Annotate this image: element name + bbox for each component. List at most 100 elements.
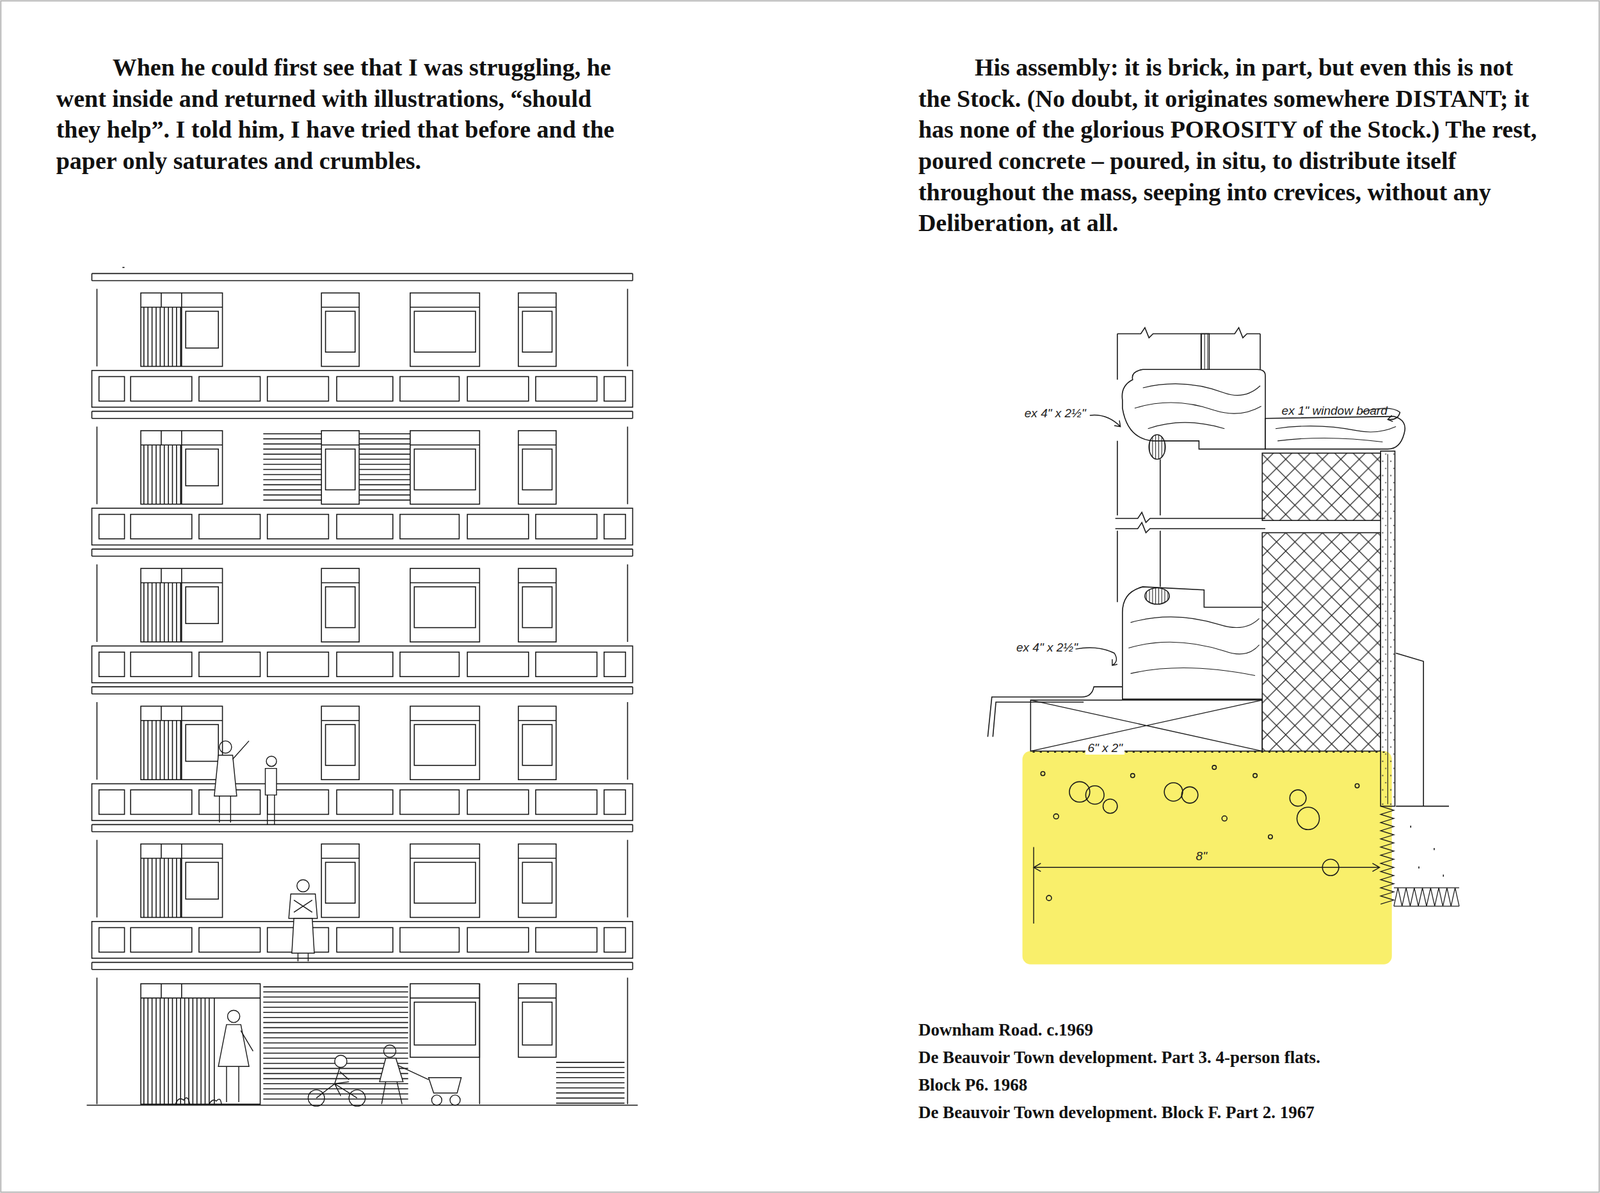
door-hatch (160, 858, 162, 918)
window-mullion (181, 568, 183, 642)
door-hatch (179, 444, 182, 504)
slab-line (91, 693, 633, 695)
door-hatch (176, 997, 178, 1104)
balcony-panel (99, 514, 125, 539)
window-pane (414, 586, 476, 628)
figure-head (266, 756, 277, 767)
slab-end (91, 686, 93, 694)
window-pane (522, 311, 552, 352)
slab-line (91, 417, 633, 420)
window-transom (410, 997, 480, 1000)
figure-head (227, 1010, 240, 1023)
balcony-panel (400, 789, 459, 815)
window-frame (321, 844, 360, 918)
door-hatch (143, 582, 145, 642)
caption-line: De Beauvoir Town development. Block F. P… (918, 1102, 1315, 1123)
window-frame (518, 293, 557, 367)
window-transom (518, 444, 557, 446)
balcony-panel (604, 514, 626, 539)
window-band-edge (96, 564, 98, 642)
window-pane (185, 311, 219, 348)
aggregate (1040, 765, 1359, 901)
balcony-panel (199, 514, 261, 539)
door-hatch (179, 997, 182, 1104)
balcony-panel (336, 789, 393, 815)
door-hatch (172, 858, 174, 918)
window-board (1265, 416, 1405, 450)
window-transom (321, 857, 360, 859)
window-frame (140, 293, 223, 367)
slab-end (632, 549, 634, 557)
building-elevation (87, 267, 639, 1106)
door-hatch (160, 307, 162, 367)
cladding-hatch (359, 443, 411, 445)
balcony-panel (400, 927, 459, 952)
window-frame (518, 705, 557, 780)
timber-section (1122, 586, 1263, 699)
window-band-edge (627, 702, 629, 780)
door-hatch (151, 307, 153, 367)
cladding-hatch (263, 474, 322, 476)
balcony-panel (604, 652, 626, 677)
glazing-bead (1144, 587, 1170, 605)
figure-body (288, 894, 318, 919)
window-pane (522, 862, 552, 904)
door-hatch (163, 444, 166, 504)
window-band-edge (627, 426, 629, 505)
window-transom (410, 720, 480, 722)
cladding-hatch (263, 1093, 408, 1095)
cladding-hatch (556, 1072, 625, 1074)
cladding-hatch (263, 1032, 408, 1034)
figure-head (296, 879, 310, 892)
window-band-edge (627, 839, 629, 918)
window-transom (518, 857, 557, 859)
cladding-hatch (263, 499, 322, 502)
window-mullion (160, 844, 162, 859)
wood-grain (1128, 616, 1259, 676)
window-pane (185, 449, 219, 486)
window-transom (321, 582, 360, 584)
cladding-hatch (263, 443, 322, 445)
door-jamb (213, 997, 216, 1104)
wood-grain (1134, 384, 1262, 429)
door-hatch (179, 307, 182, 367)
cladding-hatch (359, 499, 411, 502)
door-hatch (163, 997, 166, 1104)
cladding-hatch (263, 469, 322, 471)
door-hatch (172, 444, 174, 504)
figures (175, 741, 461, 1107)
cladding-hatch (263, 1001, 408, 1003)
window-mullion (160, 983, 162, 998)
door-hatch (176, 582, 178, 642)
balcony-front (91, 508, 633, 545)
door-hatch (147, 307, 149, 367)
door-hatch (204, 997, 207, 1104)
slab-line (91, 961, 633, 964)
door-hatch (147, 720, 149, 780)
door-hatch (176, 307, 178, 367)
leader-line (1075, 647, 1117, 666)
balcony-panel (199, 652, 261, 677)
window-band-edge (96, 426, 98, 505)
door-hatch (151, 720, 153, 780)
window-transom (321, 444, 360, 446)
window-sill-section (987, 327, 1460, 965)
glazing-bead (1148, 434, 1166, 459)
balcony-panel (130, 376, 192, 401)
slab-line (91, 824, 633, 826)
slab-line (91, 273, 633, 275)
door-hatch (160, 582, 162, 642)
window-frame (410, 568, 480, 642)
cladding-hatch (359, 458, 411, 461)
brick-zigzag (1380, 806, 1394, 905)
door-hatch (147, 582, 149, 642)
cladding-hatch (263, 1011, 408, 1014)
figure-body (291, 918, 315, 962)
door-hatch (179, 582, 182, 642)
door-hatch (167, 997, 169, 1104)
door-hatch (176, 444, 178, 504)
dimension-annotation: 6" x 2" (1085, 741, 1125, 756)
door-hatch (160, 444, 162, 504)
balcony-panel (400, 376, 459, 401)
door-hatch (151, 997, 153, 1104)
